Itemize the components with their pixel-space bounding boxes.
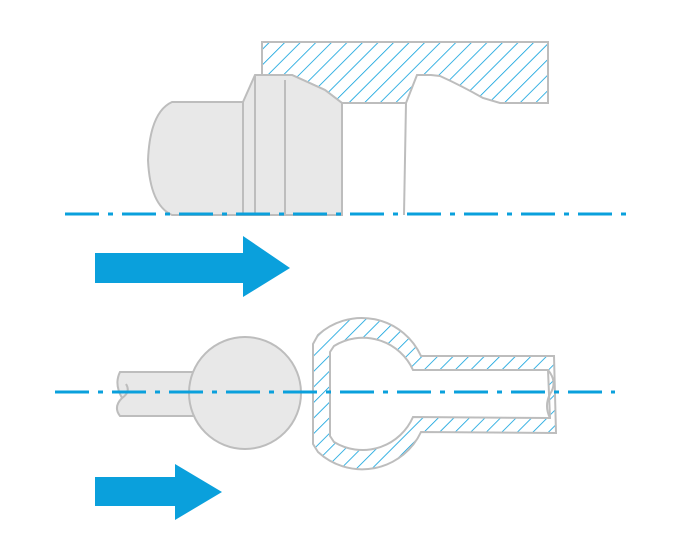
extrusion-outline	[342, 102, 408, 216]
upper-direction-arrow	[95, 236, 290, 297]
lower-ball-joint-panel	[55, 317, 615, 520]
workpiece-collar	[242, 74, 343, 216]
ball-stem	[116, 371, 201, 417]
upper-forming-panel	[65, 41, 632, 297]
socket-break-line	[546, 369, 555, 419]
lower-direction-arrow	[95, 464, 222, 520]
workpiece-nose	[146, 101, 244, 216]
socket-section	[312, 317, 558, 471]
